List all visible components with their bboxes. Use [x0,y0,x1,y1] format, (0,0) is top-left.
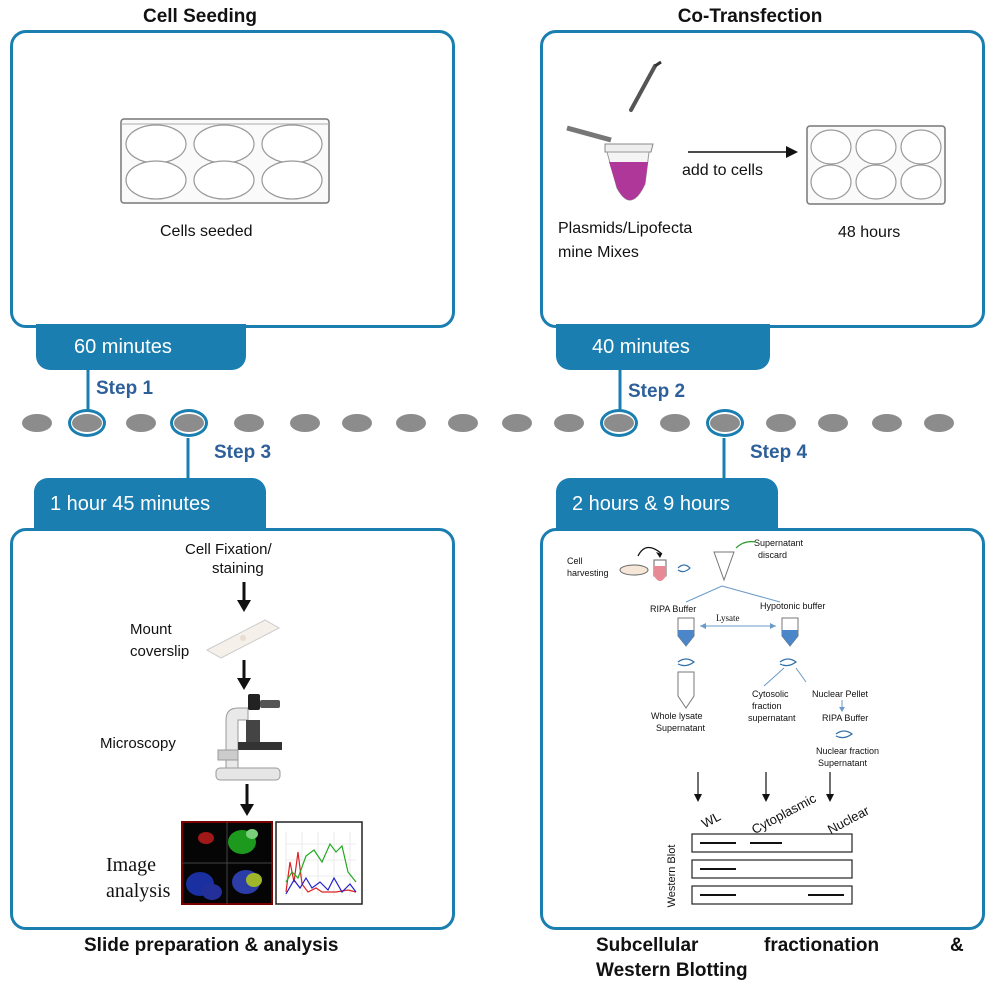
lysate-label: Lysate [716,613,740,623]
step3-marker [170,409,208,437]
cytosolic-label-line2: fraction [752,701,782,711]
ripa-buffer-label: RIPA Buffer [650,604,697,614]
step4-label: Step 4 [750,442,808,463]
mount-label-line2: coverslip [130,643,190,660]
fraction-duration-label: 2 hours & 9 hours [572,492,730,515]
down-arrow-icon [762,772,770,802]
timeline-dot [924,414,954,432]
timeline-dot [342,414,372,432]
fraction-bottom-title-word3: & [950,935,964,956]
down-arrow-icon [237,660,251,690]
nuclear-fraction-label-line2: Supernatant [818,758,868,768]
fraction-bottom-title-word1: Subcellular [596,935,699,956]
cell-fixation-label-line1: Cell Fixation/ [185,541,272,558]
cytosolic-label-line3: supernatant [748,713,796,723]
six-well-plate-icon [806,125,946,205]
supernatant-discard-line1: Supernatant [754,538,804,548]
image-analysis-label-line1: Image [106,854,156,876]
six-well-plate-icon [120,118,330,204]
cell-harvesting-label-line1: Cell [567,556,583,566]
timeline-dot [872,414,902,432]
supernatant-discard-line2: discard [758,550,788,560]
spin-icon [835,730,854,739]
cell-fixation-label-line2: staining [212,560,264,577]
cell-seeding-title: Cell Seeding [142,6,258,27]
fraction-bottom-title-line2: Western Blotting [596,960,748,981]
microscopy-label: Microscopy [100,735,176,752]
intensity-plot-image [275,821,363,905]
hours-48-label: 48 hours [838,224,901,241]
add-to-cells-label: add to cells [682,162,763,179]
western-blot-strips [691,833,853,905]
timeline-dot [448,414,478,432]
fraction-duration-tab: 2 hours & 9 hours [556,478,778,530]
image-analysis-label-line2: analysis [106,880,171,902]
cytosolic-label-line1: Cytosolic [752,689,789,699]
timeline-dot [174,414,204,432]
timeline-dot [396,414,426,432]
co-transfection-title: Co-Transfection [677,6,823,27]
step4-marker [706,409,744,437]
step1-connector [86,370,90,412]
fluorescence-image [181,821,273,905]
harvesting-flow-icon [619,541,757,582]
cell-harvesting-label-line2: harvesting [567,568,609,578]
seeding-duration-tab: 60 minutes [36,324,246,370]
step3-label: Step 3 [214,442,272,463]
down-arrow-icon [694,772,702,802]
timeline-dot [554,414,584,432]
tube-icon [566,125,654,201]
fractionation-flow-icon [677,585,807,709]
timeline-dot [710,414,740,432]
hypotonic-buffer-label: Hypotonic buffer [760,601,826,611]
timeline-dot [502,414,532,432]
timeline-dot [72,414,102,432]
timeline-dot [22,414,52,432]
add-arrow-icon [688,146,798,158]
step3-connector [186,438,190,480]
step1-label: Step 1 [96,378,154,399]
timeline-dot [818,414,848,432]
down-arrow-icon [839,700,845,712]
down-arrow-icon [240,784,254,816]
timeline-dot [234,414,264,432]
whole-lysate-label-line2: Supernatant [656,723,706,733]
fraction-bottom-title-word2: fractionation [764,935,880,956]
seeding-duration-label: 60 minutes [74,335,172,358]
timeline-dot [290,414,320,432]
timeline-dot [604,414,634,432]
step2-connector [618,370,622,412]
down-arrow-icon [237,582,251,612]
mix-label-line2: mine Mixes [558,244,639,261]
down-arrow-icon [826,772,834,802]
coverslip-icon [205,619,281,659]
cells-seeded-label: Cells seeded [160,223,253,240]
western-blot-label: Western Blot [666,844,678,908]
step1-marker [68,409,106,437]
transfection-duration-tab: 40 minutes [556,324,770,370]
mix-label-line1: Plasmids/Lipofecta [558,220,693,237]
timeline-dot [126,414,156,432]
transfection-duration-label: 40 minutes [592,335,690,358]
nuclear-pellet-label: Nuclear Pellet [812,689,869,699]
microscope-icon [215,694,282,781]
step4-connector [722,438,726,480]
nuclear-fraction-label-line1: Nuclear fraction [816,746,880,756]
mount-label-line1: Mount [130,621,172,638]
ripa-buffer-2-label: RIPA Buffer [822,713,869,723]
step2-marker [600,409,638,437]
whole-lysate-label-line1: Whole lysate [651,711,703,721]
slide-duration-label: 1 hour 45 minutes [50,492,211,515]
pipette-icon [629,60,662,112]
step2-label: Step 2 [628,381,686,402]
timeline-dot [660,414,690,432]
slide-bottom-title: Slide preparation & analysis [84,935,339,956]
timeline-dot [766,414,796,432]
slide-duration-tab: 1 hour 45 minutes [34,478,266,530]
